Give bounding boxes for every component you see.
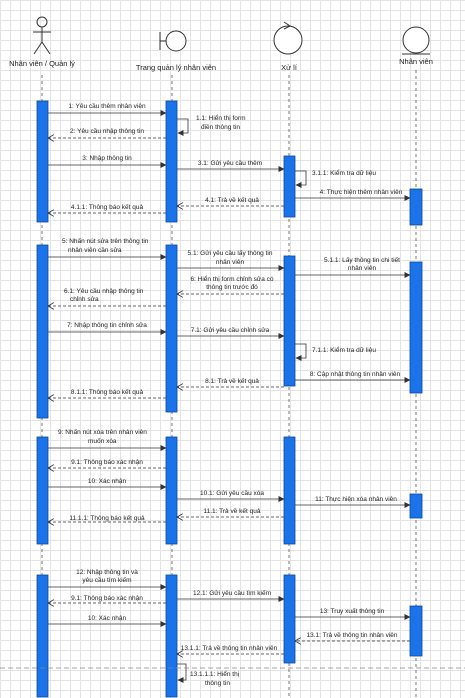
message-label: 4.1: Trả về kết quả: [205, 195, 259, 204]
activation-bar: [165, 574, 178, 698]
message-label: 10.1: Gửi yêu cầu xóa: [200, 488, 264, 497]
message-label: thông tin trước đó: [206, 284, 258, 291]
message-label: 8: Cập nhật thông tin nhân viên: [310, 371, 401, 378]
message-label: 1.1: Hiển thị form: [196, 114, 246, 122]
activation-bar: [165, 244, 178, 413]
activation-bar: [409, 188, 423, 226]
participant-label-control: Xử lí: [281, 63, 298, 72]
participant-label-actor: Nhân viên / Quản lý: [9, 59, 75, 68]
message-label: nhân viên: [216, 259, 245, 266]
message-label: muốn xóa: [88, 436, 117, 445]
message-label: 13.1.1: Trả về thông tin nhân viên: [181, 643, 278, 652]
message-label: nhân viên cần sửa: [68, 245, 122, 254]
participant-label-entity: Nhân viên: [399, 57, 433, 66]
activation-bar: [165, 100, 178, 223]
message-label: 12: Nhập thông tin và: [76, 569, 138, 576]
message-label: 9.1: Thông báo xác nhận: [71, 459, 143, 466]
message-label: 9: Nhấn nút xóa trên nhân viên: [58, 427, 147, 436]
message-label: 3.1: Gửi yêu cầu thêm: [198, 158, 262, 167]
message-label: 2: Yêu cầu nhập thông tin: [70, 126, 144, 135]
message-label: 11.1: Trả về kết quả: [204, 506, 261, 515]
message-label: 3.1.1: Kiểm tra dữ liệu: [312, 169, 376, 177]
activation-bar: [165, 436, 178, 545]
message-label: 9.1: Thông báo xác nhận: [71, 595, 143, 602]
activation-bar: [409, 261, 423, 394]
message-label: 7.1: Gửi yêu cầu chỉnh sửa: [191, 325, 270, 334]
participant-label-boundary: Trang quản lý nhân viên: [136, 63, 216, 72]
self-message-arrow: [295, 170, 307, 188]
message-label: 5: Nhấn nút sửa trên thông tin: [62, 236, 149, 245]
activation-bar: [36, 244, 49, 419]
message-label: 8.1.1: Thông báo kết quả: [71, 387, 144, 396]
self-message-arrow: [177, 663, 187, 683]
message-label: nhân viên: [348, 265, 377, 272]
self-message-arrow: [177, 118, 189, 136]
message-label: 13: Truy xuất thông tin: [320, 606, 385, 615]
message-label: điền thông tin: [201, 122, 240, 131]
self-message-arrow: [295, 343, 307, 361]
entity-icon: [402, 26, 430, 55]
message-label: 10: Xác nhận: [88, 615, 127, 622]
message-label: 6.1: Yêu cầu nhập thông tin: [64, 286, 144, 295]
control-icon: [273, 21, 303, 55]
activation-bar: [36, 574, 49, 698]
message-label: 11.1.1: Thông báo kết quả: [69, 513, 145, 522]
message-label: chỉnh sửa: [70, 295, 99, 303]
message-label: 5.1: Gửi yêu cầu lấy thông tin: [188, 248, 273, 257]
message-label: yêu cầu tìm kiếm: [82, 575, 131, 584]
message-label: 7.1.1: Kiểm tra dữ liệu: [312, 346, 376, 354]
message-label: 8.1: Trả về kết quả: [205, 376, 259, 385]
message-label: 12.1: Gửi yêu cầu tìm kiếm: [193, 588, 271, 597]
messages: 1: Yêu cầu thêm nhân viên 1.1: Hiển thị …: [48, 101, 411, 687]
message-label: 3: Nhập thông tin: [82, 155, 132, 162]
message-label: 10: Xác nhận: [88, 478, 127, 485]
activation-bar: [283, 436, 296, 545]
activation-bars: [36, 100, 423, 698]
actor-icon: [33, 16, 51, 55]
activation-bar: [36, 100, 49, 223]
activation-bar: [36, 436, 49, 545]
message-label: 5.1.1: Lấy thông tin chi tiết: [324, 255, 400, 264]
activation-bar: [283, 574, 296, 664]
message-label: 13.1.1.1: Hiển thị: [190, 670, 239, 678]
message-label: 4.1.1: Thông báo kết quả: [71, 202, 144, 211]
message-label: 13.1: Trả về thông tin nhân viên: [306, 630, 397, 639]
message-label: 11: Thực hiện xóa nhân viên: [315, 496, 397, 503]
message-label: 4: Thực hiện thêm nhân viên: [320, 189, 403, 196]
activation-bar: [409, 605, 423, 657]
message-label: 6: Hiển thị form chỉnh sửa có: [190, 275, 273, 283]
boundary-icon: [159, 30, 187, 52]
message-label: thông tin: [205, 680, 230, 687]
message-label: 1: Yêu cầu thêm nhân viên: [68, 101, 146, 110]
activation-bar: [283, 255, 296, 387]
activation-bar: [283, 155, 296, 218]
message-label: 7: Nhập thông tin chỉnh sửa: [67, 321, 147, 329]
activation-bar: [409, 493, 423, 519]
